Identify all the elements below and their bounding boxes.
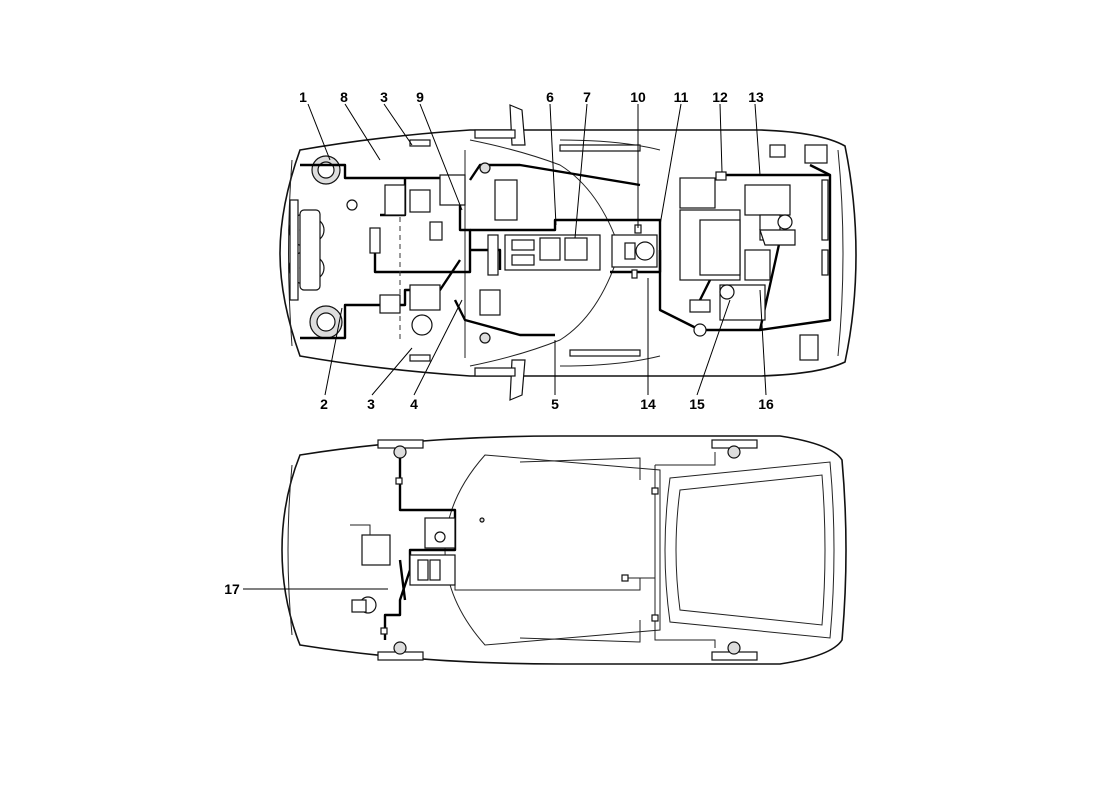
top-car-view [279, 104, 857, 401]
callout-12: 12 [712, 89, 728, 105]
abs-front-harness [383, 458, 457, 640]
callout-5: 5 [551, 396, 559, 412]
callout-2: 2 [320, 396, 328, 412]
right-mirror [509, 359, 526, 401]
callout-4: 4 [410, 396, 418, 412]
rear-sensor [693, 323, 707, 337]
callout-14: 14 [640, 396, 656, 412]
callout-leaders [243, 103, 767, 590]
front-main-harness [300, 163, 472, 274]
callout-1: 1 [299, 89, 307, 105]
bottom-cabin-outline [444, 454, 661, 646]
callout-9: 9 [416, 89, 424, 105]
callout-15: 15 [689, 396, 705, 412]
callout-16: 16 [758, 396, 774, 412]
top-car-body-outline [279, 129, 857, 377]
callout-3-bottom: 3 [367, 396, 375, 412]
engine-block-front [679, 177, 716, 209]
callout-3-top: 3 [380, 89, 388, 105]
callout-11: 11 [674, 89, 689, 105]
callout-8: 8 [340, 89, 348, 105]
callout-17: 17 [224, 581, 240, 597]
abs-modulator [424, 517, 456, 549]
front-relay-box [384, 184, 406, 216]
callout-labels: 1 8 3 9 6 7 10 11 12 13 2 3 4 5 14 15 16… [224, 89, 774, 597]
bottom-car-view [281, 435, 847, 665]
abs-control-unit [361, 534, 391, 566]
callout-10: 10 [630, 89, 646, 105]
callout-6: 6 [546, 89, 554, 105]
fuse-box [494, 179, 518, 221]
rear-window [664, 461, 835, 639]
abs-rear-harness [654, 452, 716, 648]
callout-13: 13 [748, 89, 764, 105]
left-mirror [509, 104, 526, 146]
callout-7: 7 [583, 89, 591, 105]
